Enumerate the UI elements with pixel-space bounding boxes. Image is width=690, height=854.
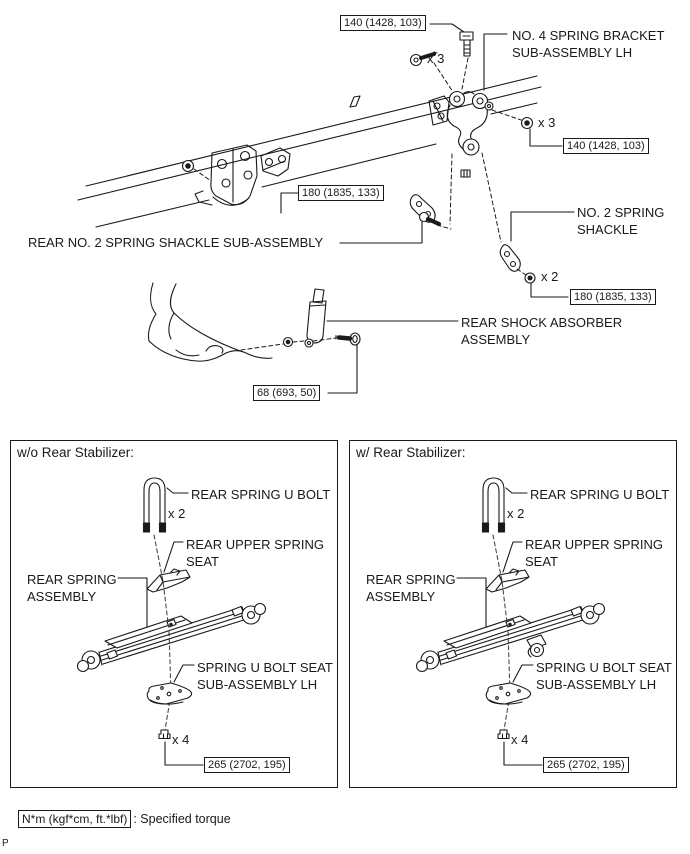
u-bolt-seat-label: SPRING U BOLT SEAT SUB-ASSEMBLY LH (197, 659, 333, 693)
label-line: SEAT (525, 554, 558, 569)
panel-title: w/ Rear Stabilizer: (356, 445, 466, 460)
u-bolt-label: REAR SPRING U BOLT (191, 487, 331, 502)
page-marker: P (2, 838, 9, 849)
quantity-label: x 2 (168, 506, 186, 521)
label-line: REAR UPPER SPRING (525, 537, 663, 552)
no2-shackle-drawing (499, 244, 521, 272)
nut-icon (460, 169, 471, 178)
quantity-label: x 2 (541, 269, 559, 284)
nut-icon (181, 159, 195, 173)
nut-icon (524, 272, 536, 284)
spring-hanger-bracket-drawing (194, 144, 258, 206)
torque-box: 68 (693, 50) (253, 385, 321, 401)
nut-icon (282, 336, 294, 348)
torque-unit-box: N*m (kgf*cm, ft.*lbf) (18, 810, 132, 828)
no2-shackle-label: NO. 2 SPRING SHACKLE (577, 204, 664, 238)
panel-title: w/o Rear Stabilizer: (17, 445, 135, 460)
label-line: REAR SPRING (27, 572, 117, 587)
nut-icon (520, 116, 534, 130)
torque-box: 140 (1428, 103) (563, 138, 649, 154)
panel-without-stabilizer: w/o Rear Stabilizer: REAR SPRING U BOLT … (10, 440, 338, 788)
torque-box: 180 (1835, 133) (570, 289, 656, 305)
shock-absorber-drawing (304, 288, 327, 348)
leader-lines (280, 23, 575, 394)
label-line: NO. 2 SPRING (577, 205, 665, 220)
upper-seat-label: REAR UPPER SPRING SEAT (186, 536, 324, 570)
label-line: SUB-ASSEMBLY LH (197, 677, 318, 692)
rear-spring-label: REAR SPRING ASSEMBLY (27, 571, 117, 605)
label-line: SPRING U BOLT SEAT (197, 660, 333, 675)
label-line: SUB-ASSEMBLY LH (512, 45, 633, 60)
upper-seat-label: REAR UPPER SPRING SEAT (525, 536, 663, 570)
torque-legend-text: : Specified torque (133, 812, 231, 826)
mid-bracket-drawing (260, 147, 291, 177)
u-bolt-seat-label: SPRING U BOLT SEAT SUB-ASSEMBLY LH (536, 659, 672, 693)
label-line: REAR SHOCK ABSORBER (461, 315, 623, 330)
label-line: ASSEMBLY (27, 589, 97, 604)
label-line: NO. 4 SPRING BRACKET (512, 28, 665, 43)
shackle-plate-drawing (409, 194, 441, 226)
torque-box: 265 (2702, 195) (204, 757, 290, 773)
no4-spring-bracket-label: NO. 4 SPRING BRACKET SUB-ASSEMBLY LH (512, 27, 664, 61)
axle-housing-sketch (147, 282, 273, 362)
label-line: REAR UPPER SPRING (186, 537, 324, 552)
label-line: SUB-ASSEMBLY LH (536, 677, 657, 692)
dashed-guide-lines (193, 57, 527, 351)
quantity-label: x 4 (511, 732, 529, 747)
torque-box: 140 (1428, 103) (340, 15, 426, 31)
bolt-icon (409, 51, 438, 67)
quantity-label: x 3 (538, 115, 556, 130)
label-line: SHACKLE (577, 222, 638, 237)
shock-absorber-label: REAR SHOCK ABSORBER ASSEMBLY (461, 314, 622, 348)
label-line: ASSEMBLY (461, 332, 531, 347)
label-line: REAR SPRING (366, 572, 456, 587)
label-line: SPRING U BOLT SEAT (536, 660, 672, 675)
no4-spring-bracket-drawing (446, 90, 494, 156)
bolt-icon (335, 332, 361, 346)
rear-suspension-diagram-art (77, 23, 575, 394)
label-line: SEAT (186, 554, 219, 569)
torque-box: 265 (2702, 195) (543, 757, 629, 773)
label-line: ASSEMBLY (366, 589, 436, 604)
quantity-label: x 3 (427, 51, 445, 66)
rear-shackle-sub-label: REAR NO. 2 SPRING SHACKLE SUB-ASSEMBLY (28, 235, 324, 250)
quantity-label: x 4 (172, 732, 190, 747)
stabilizer-bracket-drawing (526, 634, 547, 658)
bolt-icon (459, 31, 474, 57)
u-bolt-label: REAR SPRING U BOLT (530, 487, 670, 502)
quantity-label: x 2 (507, 506, 525, 521)
panel-with-stabilizer: w/ Rear Stabilizer: REAR SPRING U BOLT x… (349, 440, 677, 788)
torque-legend: N*m (kgf*cm, ft.*lbf) : Specified torque (18, 810, 231, 828)
rear-spring-label: REAR SPRING ASSEMBLY (366, 571, 456, 605)
torque-box: 180 (1835, 133) (298, 185, 384, 201)
